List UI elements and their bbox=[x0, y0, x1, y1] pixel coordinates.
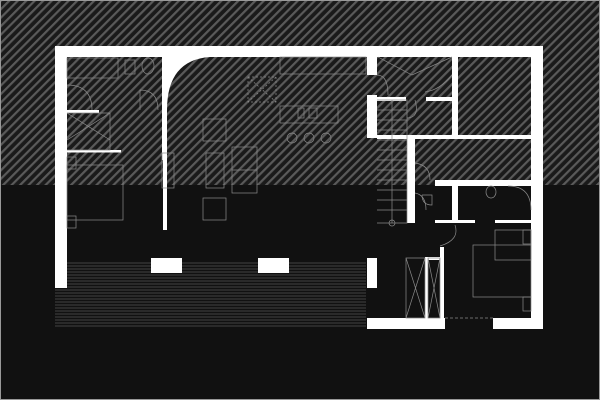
skylight bbox=[247, 76, 277, 103]
walls bbox=[55, 46, 543, 329]
bathtub bbox=[66, 57, 119, 79]
furniture bbox=[66, 56, 532, 319]
armchair bbox=[202, 197, 227, 221]
kitchen-island bbox=[279, 105, 339, 124]
closet bbox=[377, 56, 453, 76]
coffee-table bbox=[205, 152, 225, 189]
staircase bbox=[377, 99, 408, 224]
wardrobe bbox=[427, 257, 441, 319]
window-piers bbox=[151, 258, 289, 273]
hatched-site-area bbox=[0, 0, 600, 185]
shower bbox=[66, 84, 93, 111]
kitchen-counter bbox=[279, 56, 367, 75]
terrace-deck bbox=[55, 262, 366, 327]
bed bbox=[66, 164, 124, 221]
wardrobe bbox=[405, 257, 426, 319]
armchair bbox=[202, 118, 227, 142]
sliding-door bbox=[161, 152, 175, 189]
door-swing bbox=[139, 89, 159, 111]
floor bbox=[67, 57, 162, 288]
